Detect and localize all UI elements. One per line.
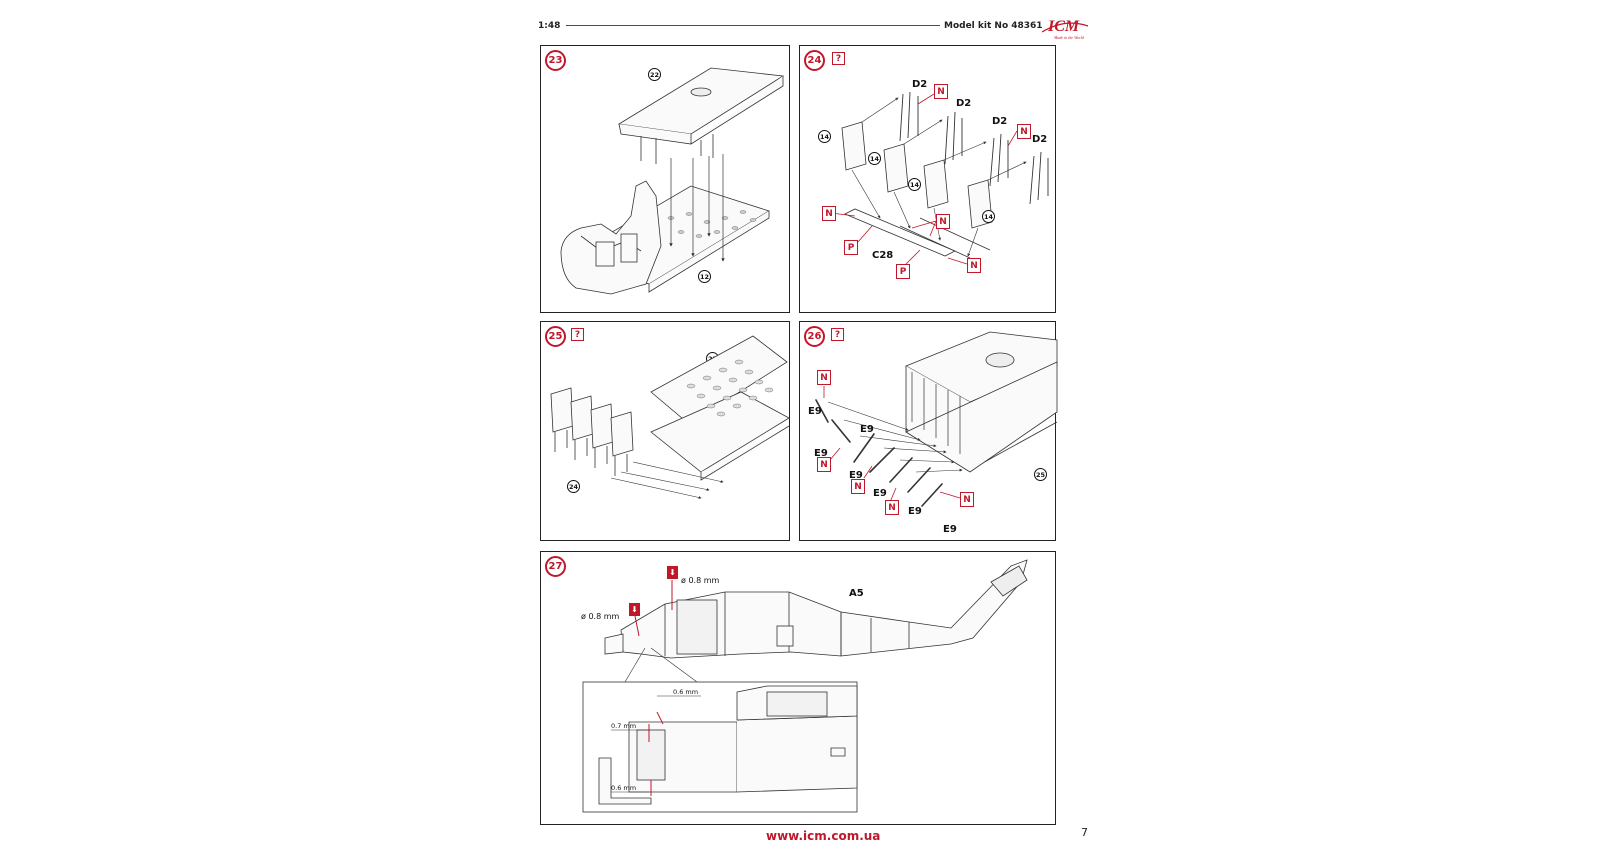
part-callout: 14	[868, 152, 881, 165]
optional-marker: ?	[571, 328, 584, 341]
step-27-drawing	[582, 559, 1028, 813]
paint-code-box: N	[960, 492, 974, 507]
step-23-drawing	[560, 67, 785, 295]
step-number: 23	[545, 50, 566, 71]
footer-url[interactable]: www.icm.com.ua	[766, 829, 881, 843]
scale-label: 1:48	[538, 21, 561, 31]
step-number: 26	[804, 326, 825, 347]
part-label: E9	[873, 488, 887, 499]
drill-size: ø 0.8 mm	[681, 576, 720, 585]
drill-hole-icon: ⬇	[629, 603, 640, 616]
part-label: D2	[1032, 134, 1048, 145]
part-label: E9	[908, 506, 922, 517]
header-rule	[566, 25, 940, 26]
part-callout: 12	[698, 270, 711, 283]
logo-tagline: Made in the World	[1054, 35, 1084, 40]
part-callout: 14	[982, 210, 995, 223]
paint-code-box: N	[1017, 124, 1031, 139]
paint-code-box: N	[851, 479, 865, 494]
optional-marker: ?	[831, 328, 844, 341]
step-number: 25	[545, 326, 566, 347]
step-number: 24	[804, 50, 825, 71]
step-26-drawing	[815, 331, 1058, 507]
model-kit-number: Model kit No 48361	[944, 21, 1043, 31]
drill-size: ø 0.8 mm	[581, 612, 620, 621]
part-label: D2	[992, 116, 1008, 127]
paint-code-box: N	[817, 370, 831, 385]
step-25-panel: 25 ? 23 24	[540, 321, 790, 541]
paint-code-box: N	[934, 84, 948, 99]
part-label: C28	[872, 250, 894, 261]
paint-code-box: N	[885, 500, 899, 515]
part-label: A5	[849, 588, 864, 599]
logo-swoosh-icon	[1041, 22, 1089, 33]
part-label: E9	[849, 470, 863, 481]
step-23-panel: 23 22 12	[540, 45, 790, 313]
step-number: 27	[545, 556, 566, 577]
drill-hole-icon: ⬇	[667, 566, 678, 579]
dimension-label: 0.7 mm	[611, 722, 637, 730]
part-label: D2	[912, 79, 928, 90]
optional-marker: ?	[832, 52, 845, 65]
page-number: 7	[1081, 826, 1088, 839]
part-callout: 14	[908, 178, 921, 191]
icm-logo: ICM Made in the World	[1040, 14, 1090, 42]
paint-code-box: P	[896, 264, 910, 279]
part-callout: 14	[818, 130, 831, 143]
paint-code-box: N	[817, 457, 831, 472]
paint-code-box: N	[936, 214, 950, 229]
paint-code-box: N	[822, 206, 836, 221]
part-callout: 25	[1034, 468, 1047, 481]
step-24-drawing	[830, 91, 1049, 267]
step-27-panel: 27 A5 ⬇ ø 0.8 mm ⬇ ø 0.8 mm	[540, 551, 1056, 825]
part-label: E9	[860, 424, 874, 435]
part-callout: 22	[648, 68, 661, 81]
step-24-panel: 24 ?	[799, 45, 1056, 313]
dimension-label: 0.6 mm	[673, 688, 699, 696]
step-26-panel: 26 ?	[799, 321, 1058, 541]
part-label: E9	[808, 406, 822, 417]
paint-code-box: P	[844, 240, 858, 255]
dimension-label: 0.6 mm	[611, 784, 637, 792]
paint-code-box: N	[967, 258, 981, 273]
part-label: E9	[943, 524, 957, 535]
part-label: D2	[956, 98, 972, 109]
logo-text: ICM	[1048, 18, 1080, 35]
part-label: E9	[814, 448, 828, 459]
step-25-drawing	[550, 335, 790, 499]
part-callout: 24	[567, 480, 580, 493]
